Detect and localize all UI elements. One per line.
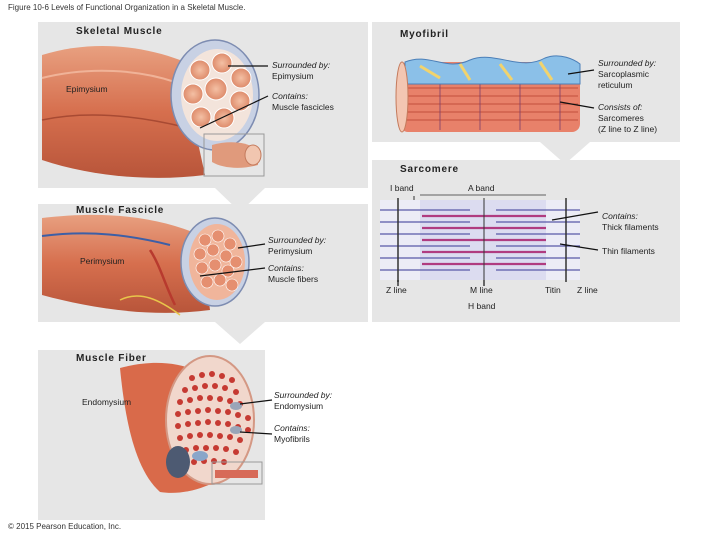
muscle-fiber-illustration [120,355,263,493]
fiber-surrounded-by: Surrounded by: Endomysium [274,390,332,412]
fascicle-contains: Contains: Muscle fibers [268,263,318,285]
fiber-surrounded-heading: Surrounded by: [274,390,333,400]
a-band-label: A band [468,183,495,193]
skeletal-contains-value: Muscle fascicles [272,102,334,112]
figure-title: Figure 10-6 Levels of Functional Organiz… [8,3,246,12]
myofibril-consists-value-2: (Z line to Z line) [598,124,658,134]
fiber-contains: Contains: Myofibrils [274,423,310,445]
fascicle-leader-lines [199,243,266,277]
epimysium-label: Epimysium [66,84,108,94]
fascicle-contains-value: Muscle fibers [268,274,319,284]
fiber-surrounded-value: Endomysium [274,401,324,411]
skeletal-surrounded-heading: Surrounded by: [272,60,331,70]
myofibril-surrounded-value-2: reticulum [598,80,633,90]
myofibril-leader-lines [559,69,595,109]
i-band-label: I band [390,183,414,193]
thin-filaments-label: Thin filaments [602,246,655,256]
skeletal-surrounded-value: Epimysium [272,71,314,81]
titin-label: Titin [545,285,561,295]
sarcomere-contains: Contains: Thick filaments [602,211,659,233]
muscle-fiber-title: Muscle Fiber [76,353,147,364]
skeletal-leader-lines [199,65,269,129]
sarcomere-illustration [380,194,580,282]
skeletal-muscle-title: Skeletal Muscle [76,26,163,37]
sarcomere-leader-lines [397,211,599,286]
muscle-fascicle-illustration [41,214,250,316]
fiber-contains-value: Myofibrils [274,434,310,444]
fascicle-surrounded-heading: Surrounded by: [268,235,327,245]
fiber-leader-lines [239,399,273,435]
copyright-notice: © 2015 Pearson Education, Inc. [8,522,122,531]
myofibril-title: Myofibril [400,29,449,40]
fiber-contains-heading: Contains: [274,423,310,433]
perimysium-label: Perimysium [80,256,125,266]
myofibril-surrounded-heading: Surrounded by: [598,58,657,68]
endomysium-label: Endomysium [82,397,132,407]
fascicle-surrounded-value: Perimysium [268,246,313,256]
skeletal-contains: Contains: Muscle fascicles [272,91,334,113]
myofibril-surrounded-by: Surrounded by: Sarcoplasmic reticulum [598,58,656,91]
fascicle-surrounded-by: Surrounded by: Perimysium [268,235,326,257]
m-line-label: M line [470,285,493,295]
sarcomere-contains-heading: Contains: [602,211,638,221]
skeletal-contains-heading: Contains: [272,91,308,101]
skeletal-muscle-illustration [41,39,265,178]
h-band-label: H band [468,301,496,311]
skeletal-surrounded-by: Surrounded by: Epimysium [272,60,330,82]
sarcomere-title: Sarcomere [400,164,459,175]
myofibril-consists-value-1: Sarcomeres [598,113,644,123]
thick-filaments-label: Thick filaments [602,222,659,232]
z-line-left-label: Z line [386,285,407,295]
myofibril-surrounded-value-1: Sarcoplasmic [598,69,650,79]
muscle-fascicle-title: Muscle Fascicle [76,205,165,216]
fascicle-contains-heading: Contains: [268,263,304,273]
myofibril-consists-of: Consists of: Sarcomeres (Z line to Z lin… [598,102,657,135]
z-line-right-label: Z line [577,285,598,295]
myofibril-illustration [395,55,581,133]
myofibril-consists-heading: Consists of: [598,102,643,112]
